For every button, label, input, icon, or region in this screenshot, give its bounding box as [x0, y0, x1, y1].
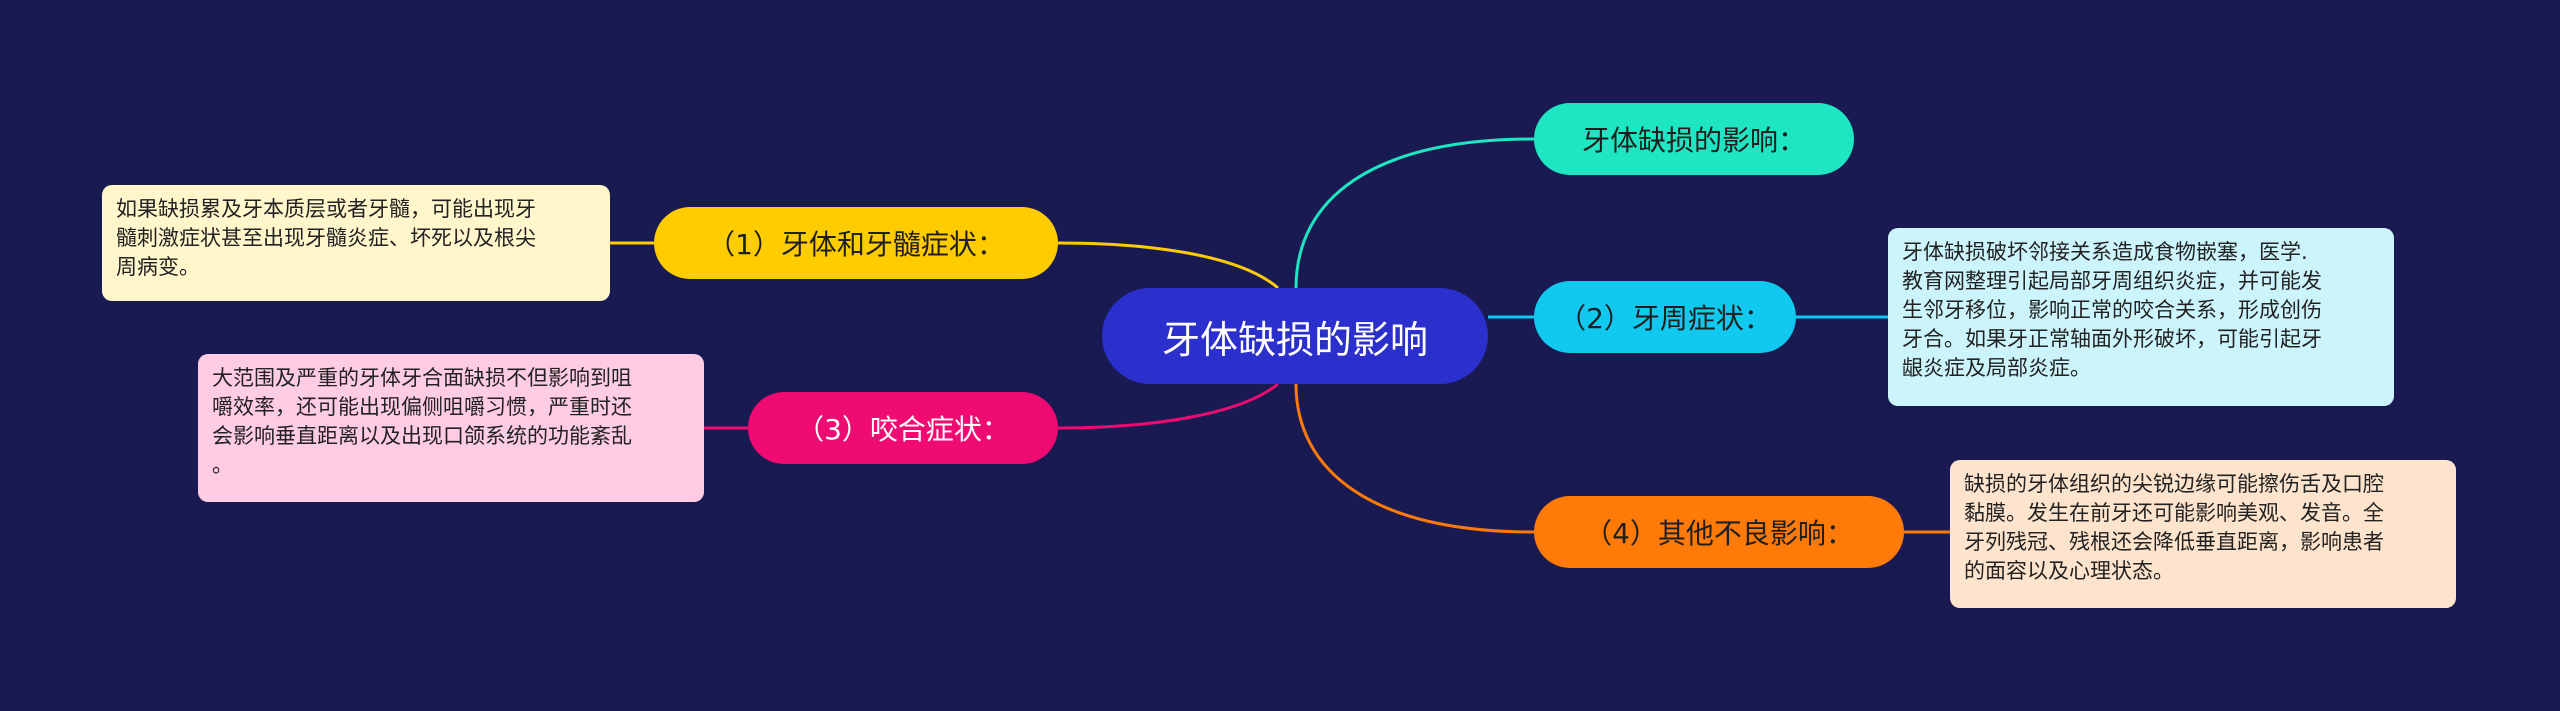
branch-effects-title-label: 牙体缺损的影响：	[1581, 124, 1806, 157]
branch-periodontal-label: （2）牙周症状：	[1558, 302, 1772, 335]
link-root-occlusal	[1057, 382, 1279, 430]
branch-occlusal[interactable]: （3）咬合症状：	[748, 392, 1058, 464]
branch-other-label: （4）其他不良影响：	[1584, 517, 1854, 550]
pulp-detail-note: 如果缺损累及牙本质层或者牙髓，可能出现牙 髓刺激症状甚至出现牙髓炎症、坏死以及根…	[102, 185, 610, 301]
periodontal-detail-note: 牙体缺损破坏邻接关系造成食物嵌塞，医学. 教育网整理引起局部牙周组织炎症，并可能…	[1888, 228, 2394, 406]
branch-pulp[interactable]: （1）牙体和牙髓症状：	[654, 207, 1058, 279]
branch-periodontal[interactable]: （2）牙周症状：	[1534, 281, 1796, 353]
occlusal-detail-note: 大范围及严重的牙体牙合面缺损不但影响到咀 嚼效率，还可能出现偏侧咀嚼习惯，严重时…	[198, 354, 704, 502]
link-root-other	[1294, 383, 1535, 534]
branch-effects-title[interactable]: 牙体缺损的影响：	[1534, 103, 1854, 175]
link-root-effects	[1294, 137, 1535, 289]
root-label: 牙体缺损的影响	[1161, 317, 1428, 362]
root-node[interactable]: 牙体缺损的影响	[1102, 288, 1488, 384]
branch-pulp-label: （1）牙体和牙髓症状：	[707, 228, 1005, 261]
branch-other[interactable]: （4）其他不良影响：	[1534, 496, 1904, 568]
link-root-pulp	[1057, 241, 1279, 290]
other-detail-note: 缺损的牙体组织的尖锐边缘可能擦伤舌及口腔 黏膜。发生在前牙还可能影响美观、发音。…	[1950, 460, 2456, 608]
branch-occlusal-label: （3）咬合症状：	[796, 413, 1010, 446]
